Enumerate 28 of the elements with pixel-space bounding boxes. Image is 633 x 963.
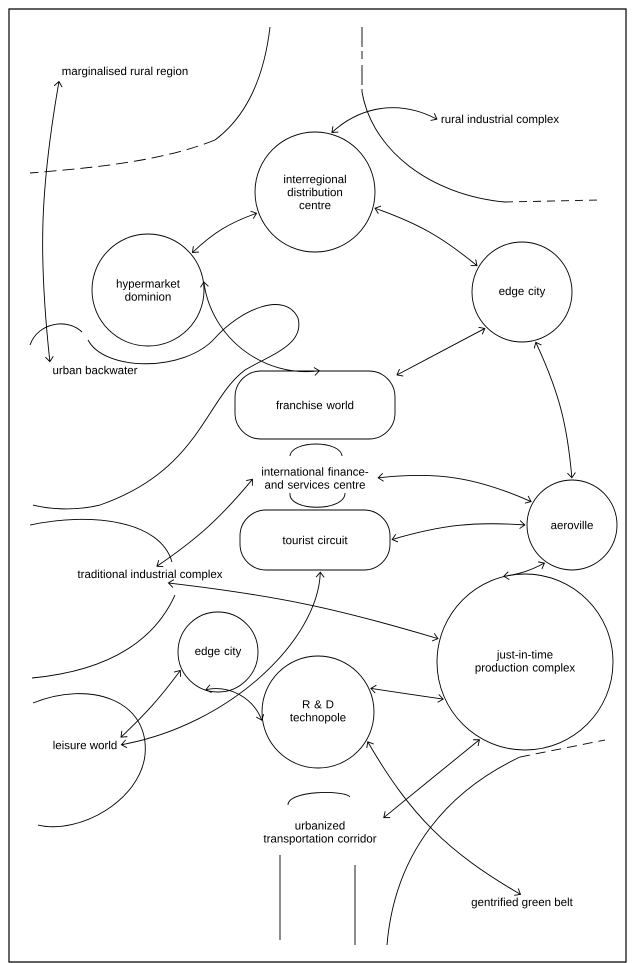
region-label: urbanized transportation corridor bbox=[264, 821, 376, 845]
arrow bbox=[205, 684, 264, 721]
region-label: traditional industrial complex bbox=[78, 570, 222, 580]
arrow bbox=[377, 472, 532, 504]
region-label: urban backwater bbox=[53, 366, 138, 374]
arrow bbox=[374, 206, 478, 266]
arrow bbox=[192, 210, 258, 254]
region-label: marginalised rural region bbox=[62, 66, 188, 78]
arrow bbox=[120, 571, 325, 748]
arrow bbox=[383, 739, 480, 818]
arrow bbox=[366, 741, 522, 896]
region-label: rural industrial complex bbox=[442, 114, 559, 126]
arrow bbox=[120, 670, 181, 738]
place-blob: tourist circuit bbox=[240, 510, 390, 570]
arrow bbox=[534, 342, 576, 479]
arrow bbox=[200, 281, 320, 376]
region-label: leisure world bbox=[54, 740, 116, 750]
arrow bbox=[331, 107, 438, 133]
arrow bbox=[370, 684, 444, 703]
arrow bbox=[503, 561, 546, 580]
arrow bbox=[156, 478, 253, 568]
arrow bbox=[168, 579, 439, 642]
arrow bbox=[42, 80, 63, 362]
region-label: gentrified green belt bbox=[472, 898, 573, 908]
arrow bbox=[391, 520, 526, 542]
place-blob: franchise world bbox=[234, 370, 396, 440]
arrow bbox=[396, 326, 486, 377]
region-label: international finance- and services centre bbox=[262, 467, 368, 489]
